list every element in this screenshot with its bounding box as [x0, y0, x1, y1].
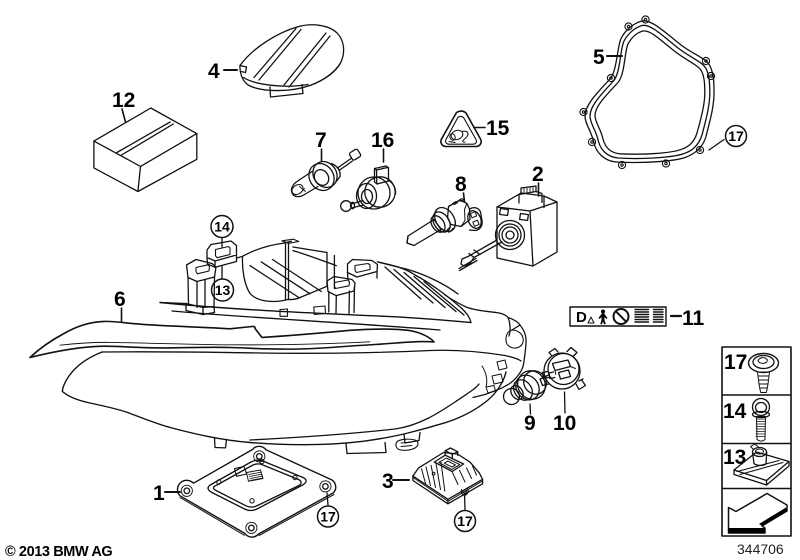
- svg-text:14: 14: [214, 219, 230, 235]
- svg-text:17: 17: [457, 513, 473, 529]
- svg-text:10: 10: [553, 412, 576, 435]
- svg-text:14: 14: [723, 400, 747, 423]
- svg-text:16: 16: [371, 129, 394, 152]
- svg-text:5: 5: [593, 46, 605, 69]
- svg-text:© 2013 BMW AG: © 2013 BMW AG: [5, 544, 112, 560]
- svg-text:17: 17: [320, 509, 336, 525]
- svg-text:17: 17: [724, 351, 747, 374]
- svg-text:9: 9: [524, 412, 536, 435]
- svg-text:7: 7: [315, 129, 327, 152]
- svg-text:13: 13: [723, 446, 746, 469]
- svg-text:4: 4: [208, 60, 220, 83]
- svg-text:12: 12: [112, 89, 135, 112]
- svg-text:13: 13: [215, 282, 231, 298]
- svg-text:2: 2: [532, 163, 544, 186]
- svg-text:15: 15: [486, 117, 510, 140]
- svg-text:3: 3: [382, 470, 394, 493]
- svg-text:6: 6: [114, 288, 126, 311]
- svg-text:D: D: [576, 309, 587, 326]
- svg-text:344706: 344706: [737, 541, 784, 557]
- svg-text:8: 8: [455, 173, 467, 196]
- svg-text:11: 11: [682, 307, 705, 330]
- svg-text:1: 1: [153, 482, 165, 505]
- svg-text:17: 17: [728, 128, 744, 144]
